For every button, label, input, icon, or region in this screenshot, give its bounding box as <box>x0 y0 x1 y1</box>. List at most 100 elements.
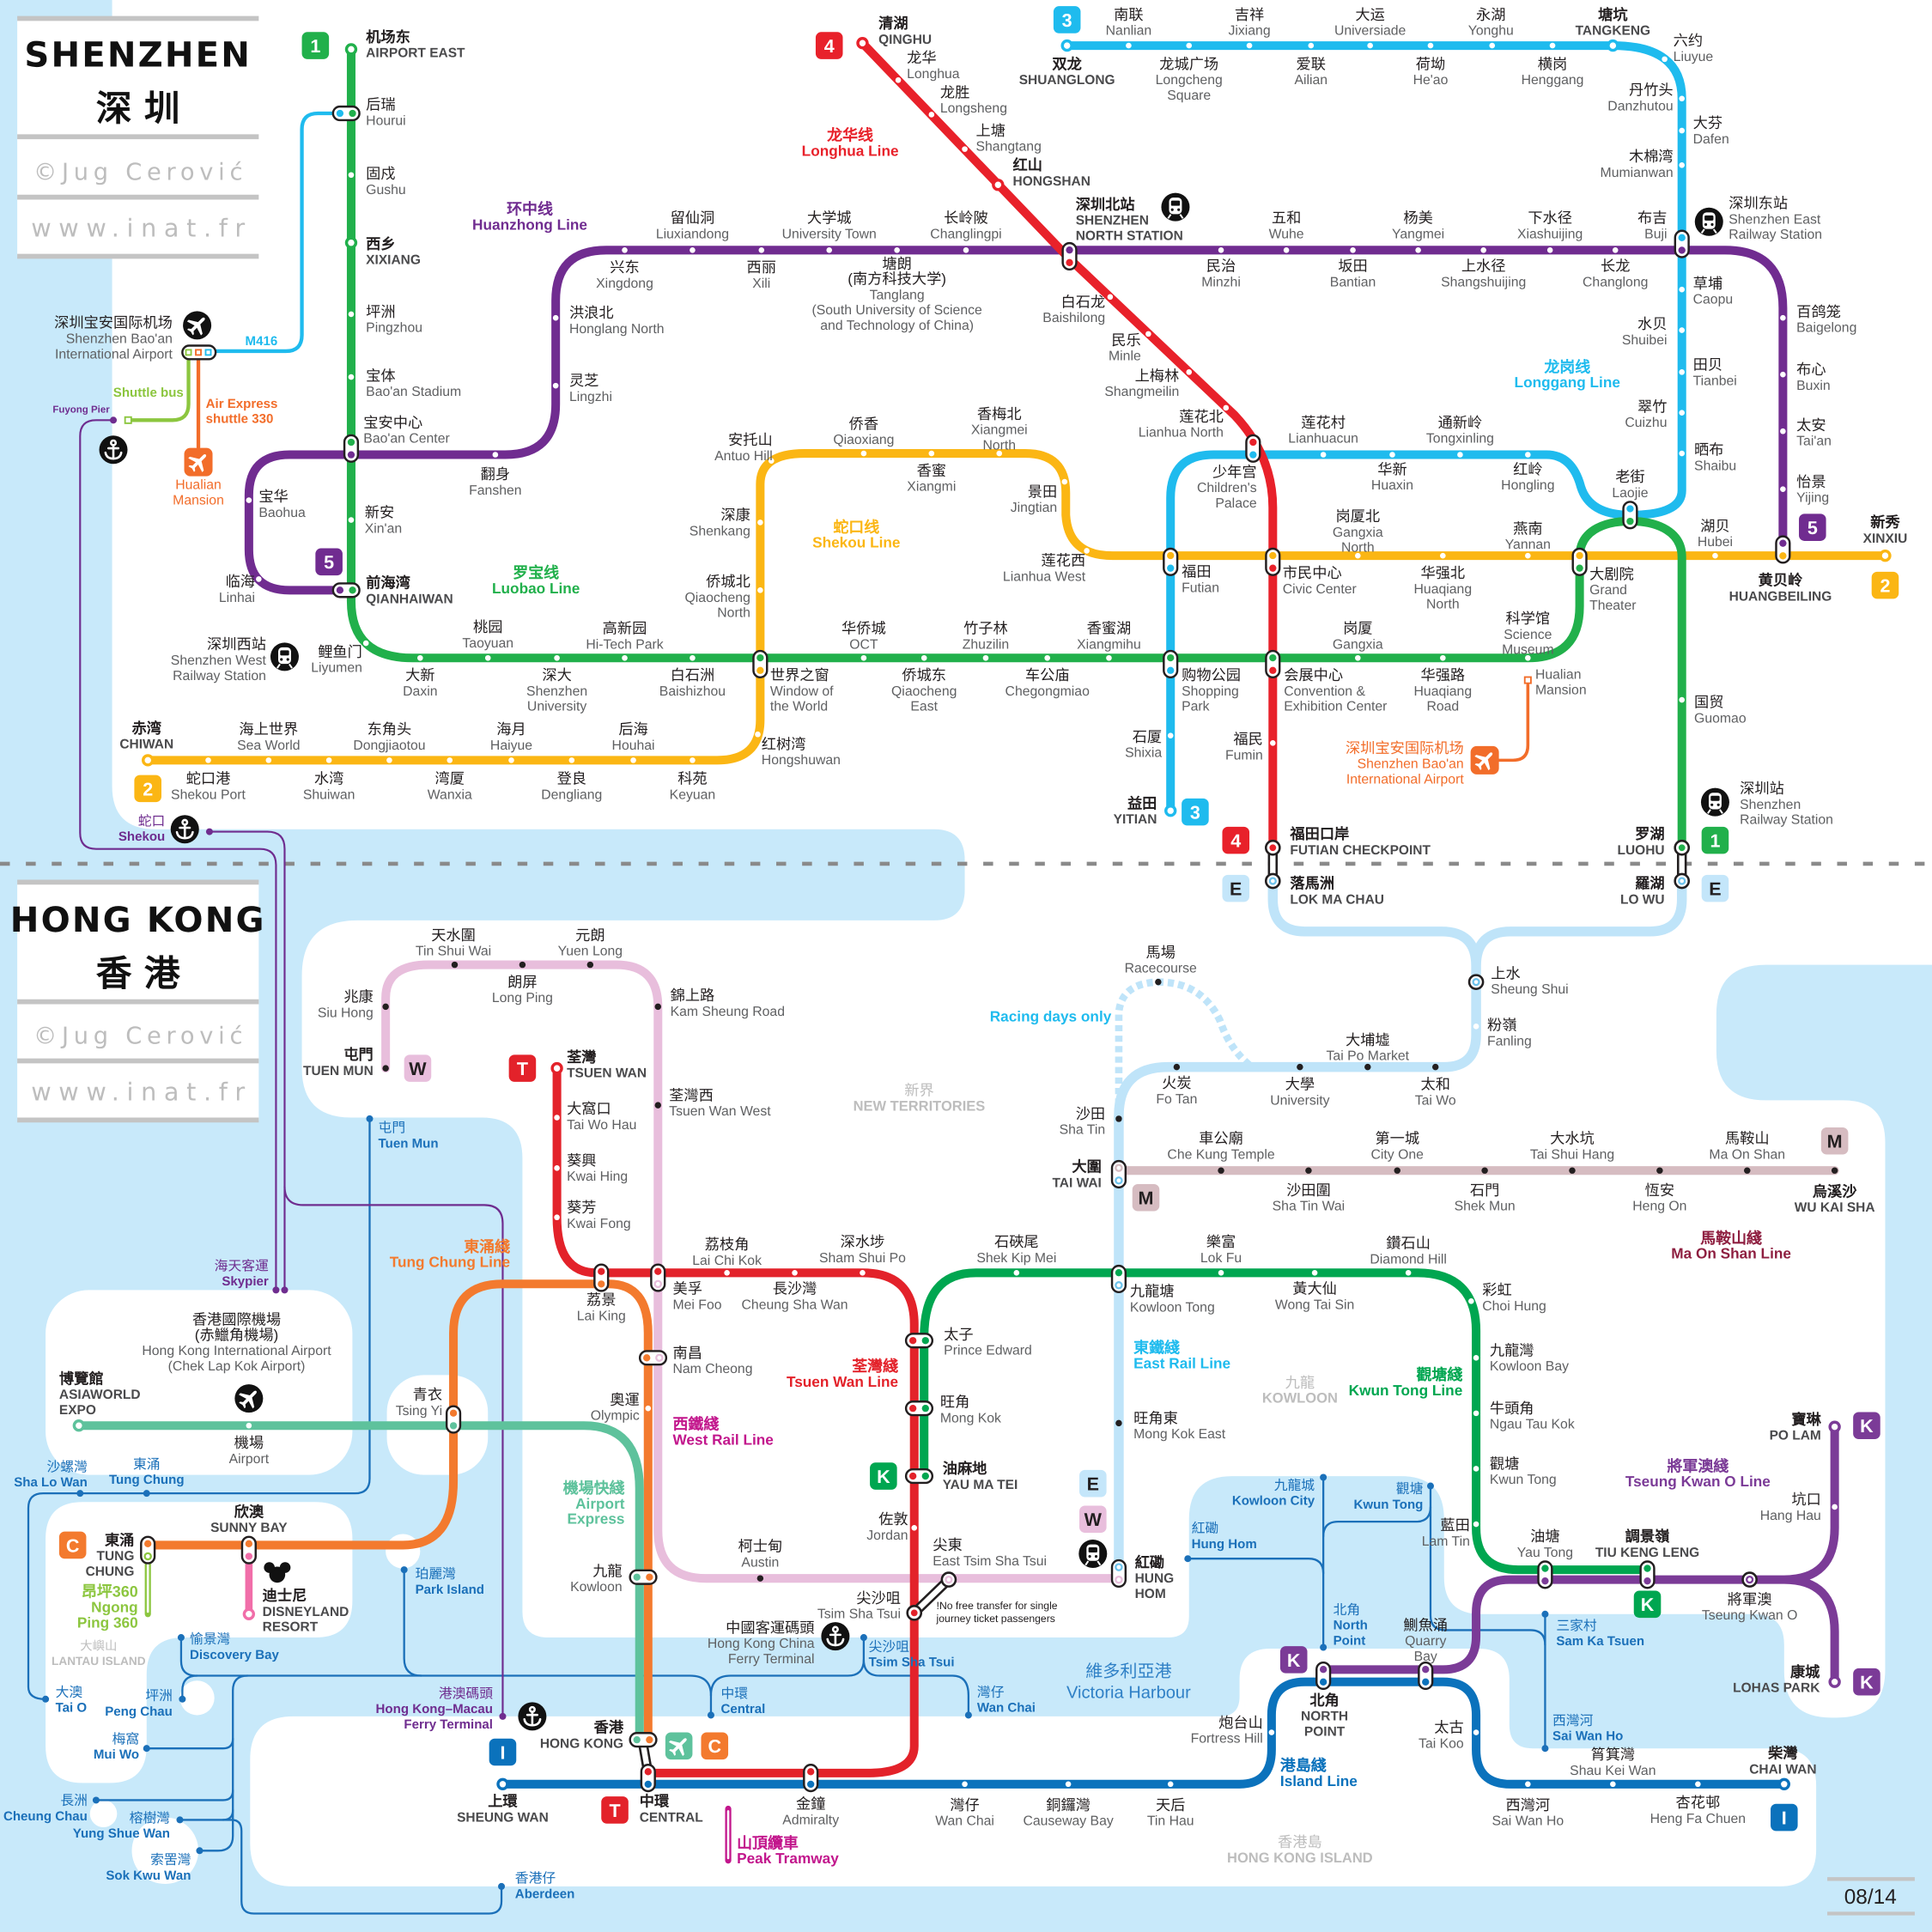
station-dot <box>348 374 355 380</box>
name-chinese: 觀塘 <box>1396 1481 1424 1498</box>
badge-background <box>1279 1646 1308 1674</box>
line-tseung-kwan-o <box>1319 1422 1839 1686</box>
place-label-hk-airport: 香港國際機場(赤鱲角機場)Hong Kong International Air… <box>142 1311 331 1374</box>
interchange-line-dot <box>1115 1576 1123 1584</box>
name-english: Wanxia <box>428 788 473 803</box>
land-cheung-chau <box>89 1800 118 1828</box>
station-dot <box>963 246 969 253</box>
name-english: journey ticket passengers <box>935 1613 1055 1625</box>
station-dot <box>1832 1504 1838 1510</box>
name-english: Tai Koo <box>1419 1736 1464 1751</box>
name-english: Island Line <box>1280 1772 1358 1789</box>
station-dot <box>256 576 262 582</box>
name-chinese: 翠竹 <box>1637 398 1667 415</box>
interchange-line-dot <box>1115 1163 1123 1172</box>
name-english: Lianhuacun <box>1288 432 1358 447</box>
line-badge-sz2: 2 <box>1871 571 1899 599</box>
name-english: Shenzhen Bao'an <box>66 332 173 347</box>
interchange-line-dot <box>1643 1564 1651 1572</box>
name-chinese: 大圍 <box>1072 1158 1101 1176</box>
ferry-route-outlying-islands <box>198 1674 249 1852</box>
interchange-line-dot <box>144 1540 152 1548</box>
name-chinese: 龙岗线 <box>1543 359 1591 376</box>
ferry-pier-dot <box>281 1286 289 1294</box>
name-english: Kowloon Bay <box>1490 1359 1570 1374</box>
name-chinese: 觀塘綫 <box>1416 1366 1463 1383</box>
interchange-line-dot <box>1319 1678 1327 1686</box>
name-chinese: 機場快綫 <box>563 1479 625 1497</box>
name-chinese: 华新 <box>1377 461 1406 478</box>
name-chinese: 上水 <box>1491 965 1520 982</box>
name-english: Antuo Hill <box>714 449 773 464</box>
badge-background <box>870 1462 897 1490</box>
line-badge-hk-tc: C <box>58 1531 87 1559</box>
name-english: Tai O <box>56 1701 88 1716</box>
line-badge-sz1: 1 <box>301 32 330 59</box>
name-chinese: 欣澳 <box>234 1504 265 1521</box>
name-english: Xili <box>752 276 770 291</box>
interchange-line-dot <box>646 1573 653 1581</box>
name-chinese: 馬鞍山 <box>1725 1130 1770 1147</box>
station-dot <box>1473 1024 1479 1030</box>
name-chinese: 双龙 <box>1052 56 1081 73</box>
badge-background <box>701 1732 729 1760</box>
name-english: Baishilong <box>1042 311 1105 325</box>
badge-background <box>1701 826 1729 854</box>
name-english: Baigelong <box>1796 321 1856 336</box>
line-badge-hk-tc: C <box>701 1732 729 1760</box>
badge-letter: C <box>708 1737 721 1758</box>
name-english: Shenkang <box>690 524 750 538</box>
name-chinese: 西灣河 <box>1505 1796 1550 1814</box>
name-english: Minzhi <box>1201 276 1241 290</box>
name-chinese: 新安 <box>365 504 394 521</box>
name-chinese: 太古 <box>1434 1719 1463 1736</box>
name-english: Henggang <box>1522 73 1584 88</box>
interchange-line-dot <box>921 1337 929 1345</box>
name-english: North <box>1426 598 1460 612</box>
station-dot <box>1679 450 1686 457</box>
name-chinese: 沙田 <box>1076 1105 1105 1122</box>
station-dot <box>690 654 696 661</box>
name-chinese: 西鐵綫 <box>672 1416 720 1433</box>
ferry-pier-dot <box>366 1115 374 1122</box>
ferry-pier-dot <box>196 1847 204 1855</box>
station-dot <box>1167 732 1174 738</box>
name-english: Aberdeen <box>515 1886 575 1901</box>
name-english: Fortress Hill <box>1191 1732 1263 1747</box>
name-english: Railway Station <box>1728 228 1822 242</box>
ferry-pier-dot <box>76 1490 84 1498</box>
name-english: Ma On Shan Line <box>1671 1245 1791 1262</box>
badge-background <box>1079 1505 1107 1534</box>
station-dot <box>1473 1466 1479 1472</box>
name-chinese: 太和 <box>1420 1076 1449 1093</box>
name-english: Hong Kong China <box>708 1637 816 1651</box>
interchange-line-dot <box>1626 505 1634 513</box>
name-chinese: 筲箕灣 <box>1591 1746 1636 1763</box>
name-english: SUNNY BAY <box>210 1521 289 1535</box>
name-english: Shekou Port <box>171 788 246 803</box>
interchange-line-dot <box>347 451 355 459</box>
name-english: Kwun Tong Line <box>1349 1382 1463 1399</box>
name-english: Keyuan <box>670 788 716 803</box>
name-english: Sham Shui Po <box>819 1251 906 1266</box>
name-english: Linhai <box>219 591 255 605</box>
station-dot <box>1246 42 1253 49</box>
interchange-line-dot <box>245 1540 253 1548</box>
name-chinese: 深康 <box>720 507 750 524</box>
name-english: Admiralty <box>782 1813 839 1827</box>
